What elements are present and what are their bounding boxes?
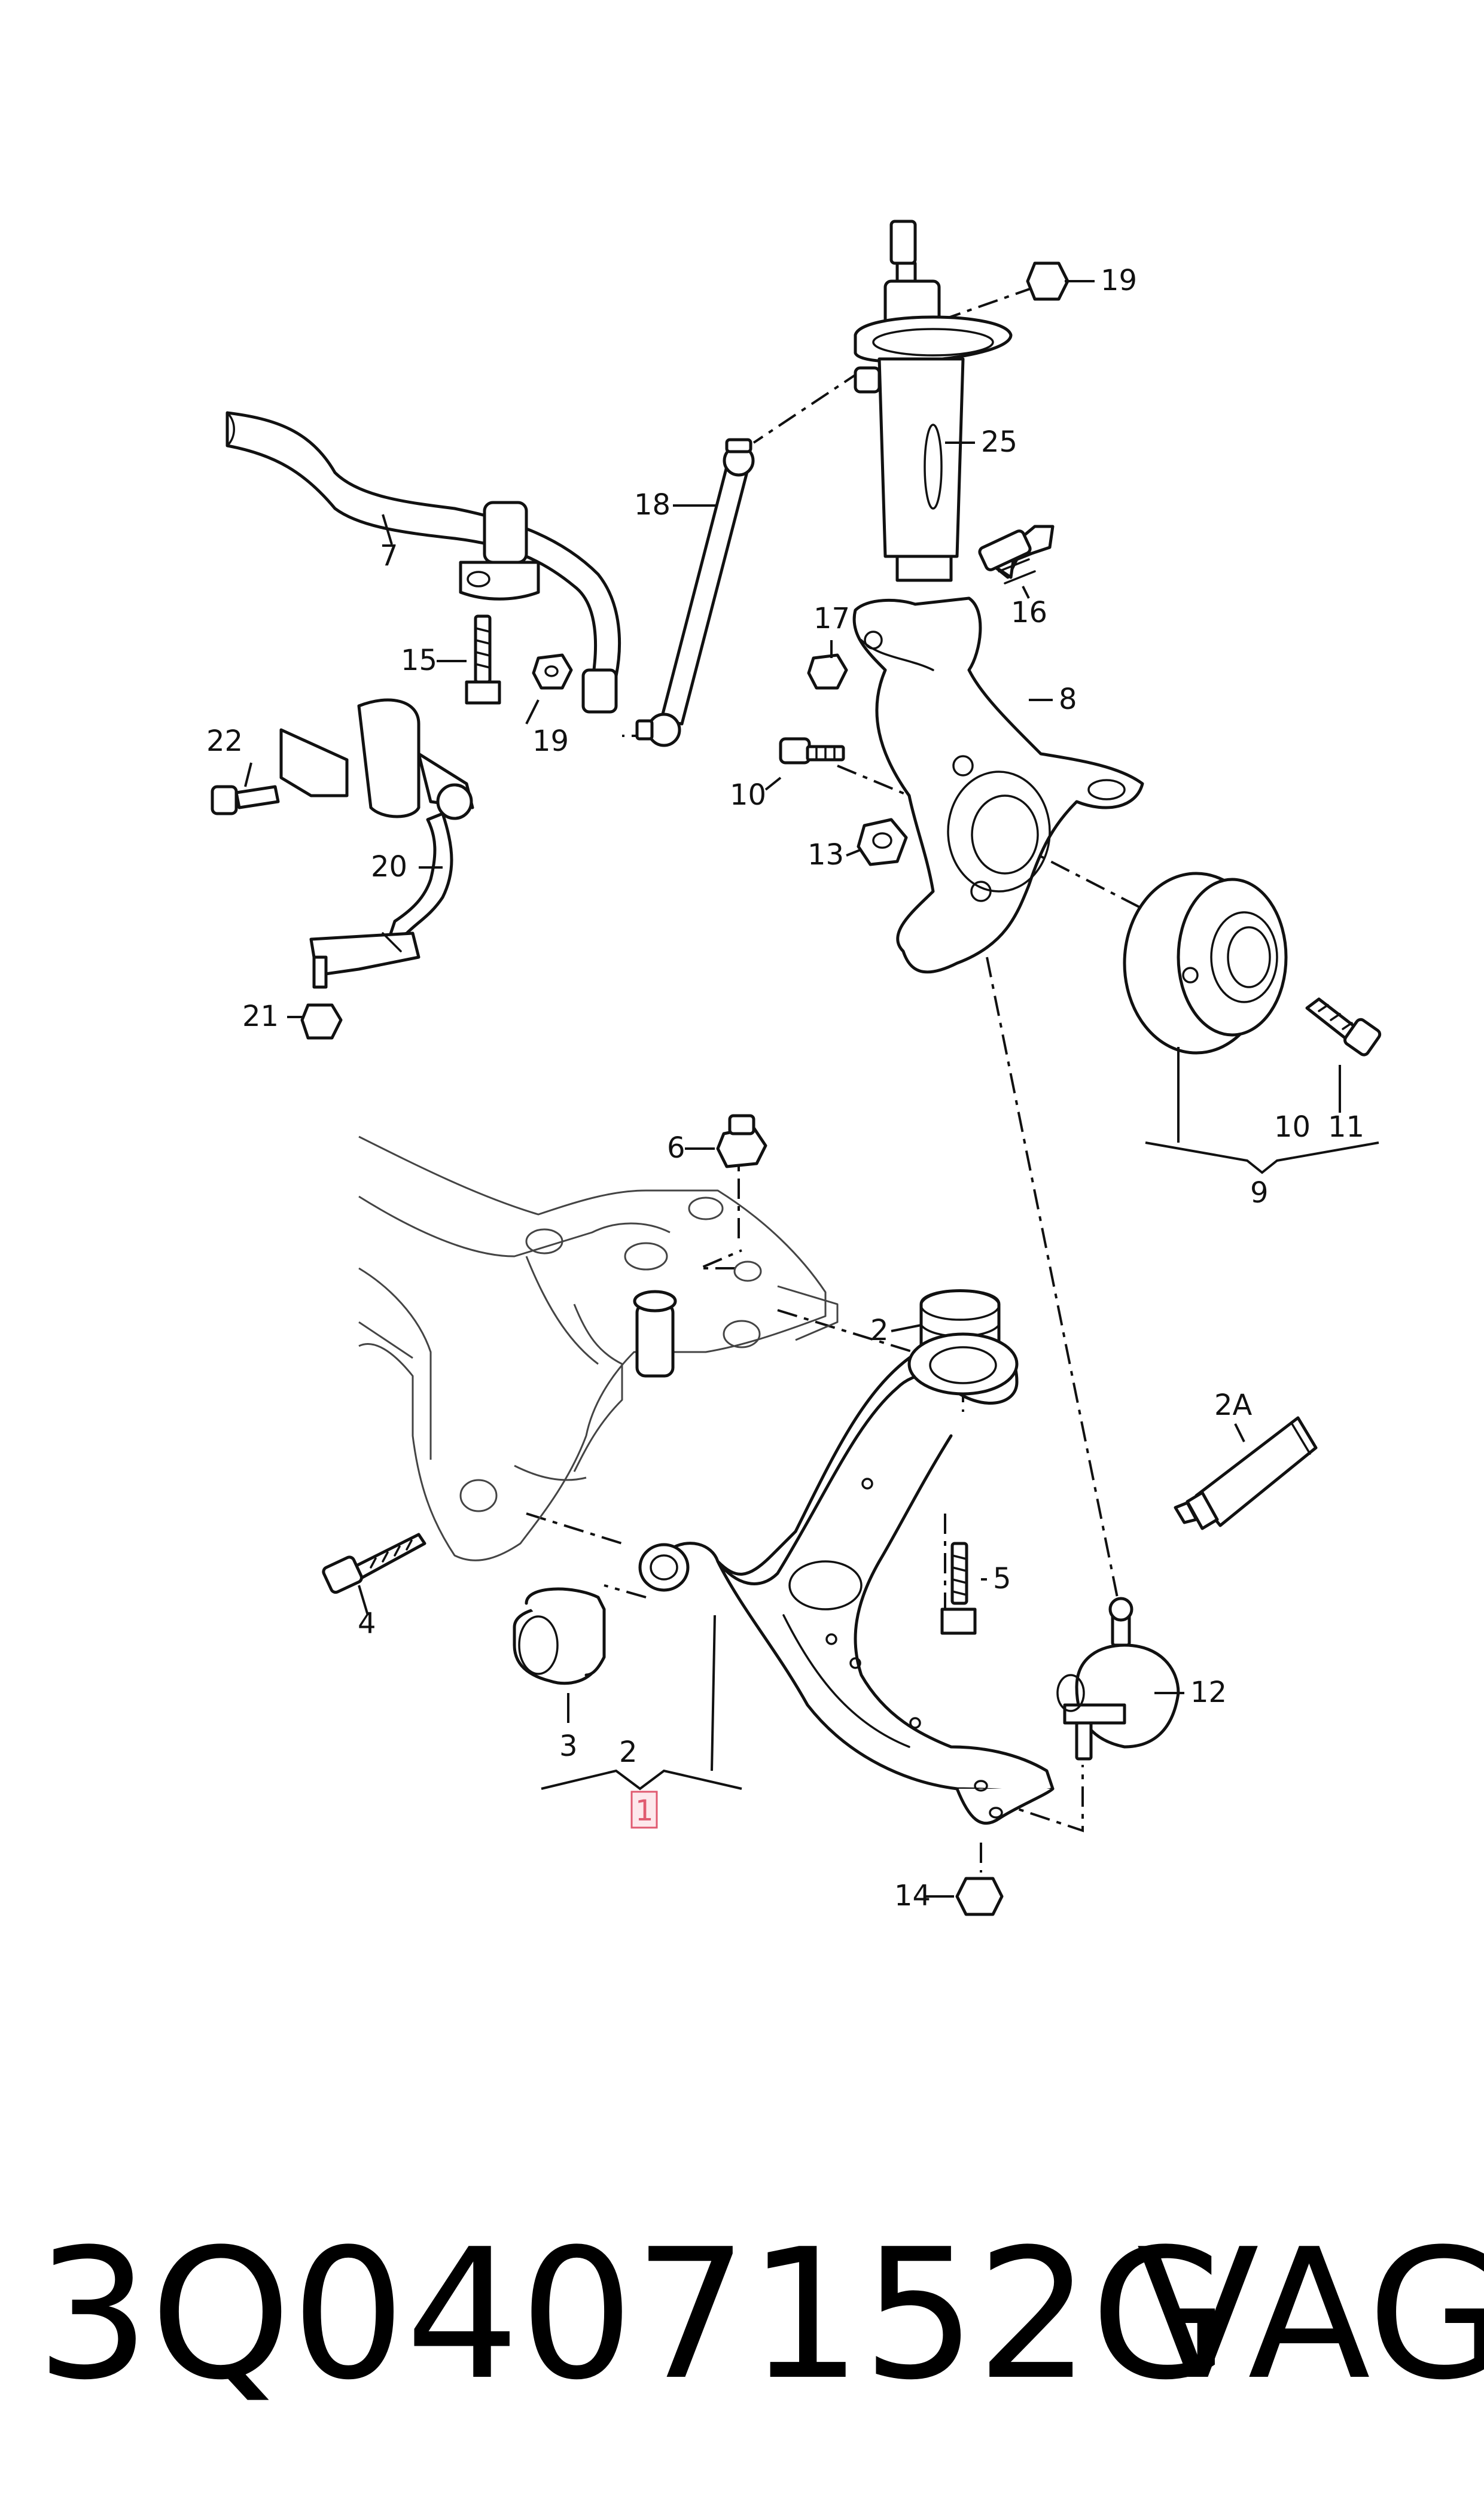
- callout-1: 1: [635, 1794, 654, 1828]
- callout-7: 7: [380, 539, 398, 573]
- grease-tube: [1174, 1416, 1318, 1530]
- nut-21: [300, 1003, 343, 1040]
- callout-20: 20: [371, 850, 407, 884]
- callout-8: 8: [1059, 683, 1077, 716]
- nut-19-top: [1026, 261, 1069, 301]
- callout-10-hub: 10: [1274, 1110, 1311, 1144]
- nut-13: [857, 818, 908, 866]
- callout-25: 25: [981, 425, 1017, 459]
- callout-4: 4: [358, 1607, 376, 1640]
- bushing-3-front: [513, 1587, 606, 1685]
- coupling-rod: [635, 438, 755, 747]
- bolt-16: [978, 525, 1055, 584]
- callout-19-top: 19: [1101, 264, 1137, 297]
- callout-labels: 19 25 18 7 15 19 16 17 8 10 13 22 20 21 …: [206, 264, 1364, 1913]
- suspension-strut: [854, 220, 1013, 582]
- callout-3: 3: [559, 1730, 578, 1763]
- callout-6: 6: [667, 1131, 685, 1165]
- callout-11: 11: [1328, 1110, 1364, 1144]
- bolt-5: [940, 1542, 977, 1635]
- callout-2A: 2A: [1214, 1389, 1253, 1422]
- steering-knuckle: [852, 596, 1144, 974]
- bolt-4: [322, 1533, 426, 1594]
- control-arm: [638, 1332, 1055, 1825]
- assembly-lines: [526, 286, 1191, 1872]
- callout-12: 12: [1190, 1676, 1227, 1709]
- leader-lines: [244, 280, 1379, 1898]
- bolt-17: [807, 653, 848, 690]
- bolt-10-knuckle: [779, 737, 845, 765]
- bolt-11: [1305, 997, 1382, 1056]
- callout-1-highlight-box: [630, 1791, 658, 1829]
- bolt-15: [465, 614, 501, 705]
- callout-21: 21: [242, 1000, 279, 1033]
- callout-16: 16: [1011, 596, 1047, 629]
- nut-6: [716, 1114, 767, 1168]
- callout-5: 5: [993, 1562, 1011, 1596]
- callout-17: 17: [813, 602, 850, 635]
- ball-joint: [1056, 1597, 1180, 1761]
- wheel-hub: [1123, 872, 1288, 1055]
- brand-name: VAG: [1136, 2211, 1484, 2419]
- callout-14: 14: [894, 1879, 931, 1913]
- part-number: 3Q0407152G: [36, 2211, 1230, 2419]
- callout-15: 15: [401, 644, 437, 677]
- nut-14: [955, 1877, 1004, 1916]
- callout-13: 13: [807, 838, 844, 872]
- callout-2-assembly: 2: [619, 1735, 638, 1769]
- nut-19-left: [532, 653, 573, 690]
- stabilizer-bar: [226, 411, 621, 714]
- callout-10-knuckle: 10: [730, 778, 766, 812]
- callout-22: 22: [206, 724, 243, 758]
- level-sensor: [211, 698, 474, 989]
- exploded-parts-diagram: 19 25 18 7 15 19 16 17 8 10 13 22 20 21 …: [206, 220, 1382, 1916]
- callout-2-rear: 2: [870, 1314, 889, 1347]
- subframe: [358, 1135, 839, 1561]
- callout-19-left: 19: [532, 724, 569, 758]
- callout-9: 9: [1250, 1176, 1269, 1210]
- callout-18: 18: [634, 488, 671, 522]
